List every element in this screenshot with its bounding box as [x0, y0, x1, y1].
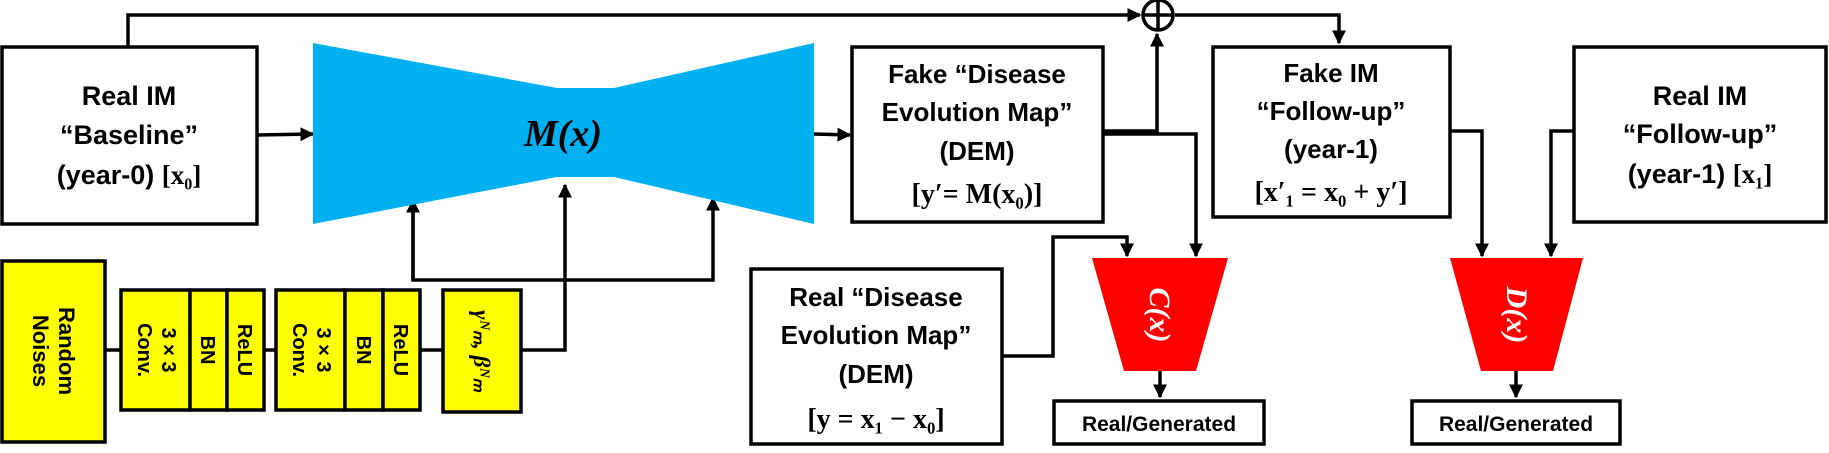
real-followup-year-label: (year-1) — [1628, 159, 1733, 189]
conv1-kernel: 3 × 3 — [157, 327, 179, 372]
fake-dem-line2: Evolution Map” — [882, 97, 1073, 127]
discriminator-d-output-label: Real/Generated — [1439, 413, 1593, 436]
fake-followup-math: [x′₁ = x₀ + y′] — [1254, 177, 1407, 208]
skip-connection-to-adder — [126, 8, 1142, 47]
real-followup-to-d-discriminator — [1544, 129, 1574, 258]
real-followup-math: [x₁] — [1733, 159, 1773, 189]
conv-block-1: 3 × 3 Conv. BN ReLU — [119, 288, 266, 412]
real-followup-line2: “Follow-up” — [1623, 119, 1777, 149]
fake-followup-line3: (year-1) — [1284, 134, 1378, 164]
real-dem-math: [y = x₁ − x₀] — [807, 404, 944, 435]
modulation-block-frame — [441, 288, 523, 414]
conv2-relu-cell — [381, 288, 422, 412]
fake-dem-line1: Fake “Disease — [888, 59, 1066, 89]
conv2-relu-label: ReLU — [389, 324, 411, 376]
fake-dem-box: Fake “Disease Evolution Map” (DEM) [y′= … — [850, 45, 1105, 224]
discriminator-c: C(x) Real/Generated — [1052, 258, 1266, 446]
discriminator-c-output-label: Real/Generated — [1082, 413, 1236, 436]
fake-dem-math: [y′= M(x₀)] — [912, 179, 1043, 210]
real-followup-line3: (year-1) [x₁] — [1628, 159, 1773, 189]
generator-bowtie-shape — [313, 43, 814, 224]
discriminator-d-label: D(x) — [1500, 286, 1533, 344]
conv-block-2: 3 × 3 Conv. BN ReLU — [274, 288, 422, 412]
real-dem-box: Real “Disease Evolution Map” (DEM) [y = … — [749, 267, 1004, 446]
baseline-year-label: (year-0) — [57, 160, 162, 190]
baseline-to-generator — [256, 127, 315, 142]
discriminator-c-shape — [1092, 258, 1228, 371]
baseline-math: [x₀] — [162, 160, 202, 190]
conv1-relu-cell — [225, 288, 266, 412]
baseline-line3: (year-0) [x₀] — [57, 160, 202, 190]
real-dem-line1: Real “Disease — [789, 282, 962, 312]
noise-block: Random Noises — [0, 259, 107, 444]
real-followup-frame — [1572, 45, 1828, 224]
discriminator-c-label: C(x) — [1143, 288, 1176, 343]
real-dem-line3: (DEM) — [838, 359, 913, 389]
conv2-bn-cell — [343, 288, 385, 412]
conv2-bn-label: BN — [352, 336, 374, 365]
adder-to-fake-followup — [1175, 13, 1346, 45]
noise-block-frame — [0, 259, 107, 444]
fake-dem-to-adder — [1103, 32, 1164, 133]
connectors — [105, 8, 1574, 399]
conv2-conv-cell — [274, 288, 347, 412]
real-followup-line1: Real IM — [1653, 81, 1748, 111]
real-dem-to-c-discriminator — [1002, 235, 1134, 358]
discriminator-d: D(x) Real/Generated — [1410, 258, 1622, 446]
modulation-branch-bar — [411, 196, 720, 282]
fake-followup-frame — [1211, 45, 1452, 219]
noise-line2: Noises — [28, 315, 53, 387]
conv1-bn-label: BN — [196, 336, 218, 365]
discriminator-d-output-frame — [1410, 399, 1622, 446]
discriminator-d-shape — [1450, 258, 1583, 371]
conv2-kernel: 3 × 3 — [312, 327, 334, 372]
baseline-line1: Real IM — [82, 81, 177, 111]
discriminator-c-output-frame — [1052, 399, 1266, 446]
baseline-line2: “Baseline” — [60, 120, 198, 150]
modulation-block: γᴺₘ, βᴺₘ — [441, 288, 523, 414]
modulation-to-generator-center — [521, 183, 572, 352]
fake-dem-line3: (DEM) — [939, 136, 1014, 166]
fake-followup-box: Fake IM “Follow-up” (year-1) [x′₁ = x₀ +… — [1211, 45, 1452, 219]
conv1-relu-label: ReLU — [233, 324, 255, 376]
fake-followup-line1: Fake IM — [1283, 58, 1378, 88]
fake-dem-to-c-discriminator — [1103, 132, 1203, 258]
generator-network: M(x) — [313, 43, 814, 224]
conv2-conv-label: Conv. — [288, 323, 310, 377]
modulation-label: γᴺₘ, βᴺₘ — [469, 310, 494, 393]
real-followup-box: Real IM “Follow-up” (year-1) [x₁] — [1572, 45, 1828, 224]
fake-followup-to-d-discriminator — [1450, 129, 1489, 258]
noise-line1: Random — [54, 307, 79, 395]
adder-node — [1141, 0, 1175, 32]
generator-label: M(x) — [523, 113, 602, 155]
real-dem-frame — [749, 267, 1004, 446]
real-dem-line2: Evolution Map” — [781, 320, 972, 350]
conv1-conv-label: Conv. — [133, 323, 155, 377]
real-baseline-frame — [0, 45, 259, 226]
generator-to-fake-dem — [813, 127, 852, 142]
fake-dem-frame — [850, 45, 1105, 224]
real-baseline-box: Real IM “Baseline” (year-0) [x₀] — [0, 45, 259, 226]
fake-followup-line2: “Follow-up” — [1257, 96, 1406, 126]
